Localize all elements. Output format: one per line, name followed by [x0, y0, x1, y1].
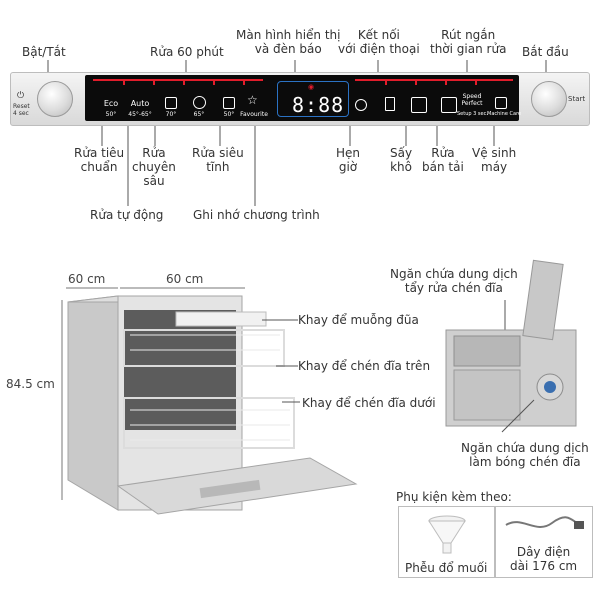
program-silent-temp: 50°: [223, 111, 235, 118]
label-clean: Vệ sinh máy: [472, 146, 517, 174]
accessories-title: Phụ kiện kèm theo:: [396, 490, 512, 504]
lcd-display: ◉ 8:88: [277, 81, 349, 117]
machine-care-icon[interactable]: [495, 97, 507, 109]
shelf-cutlery: Khay để muỗng đũa: [298, 313, 419, 327]
start-text: Start: [568, 95, 586, 103]
red-tick: [153, 79, 155, 85]
intensive-icon[interactable]: [165, 97, 177, 109]
lcd-digits: 8:88: [292, 93, 345, 117]
red-tick: [243, 79, 245, 85]
red-line-right: [355, 79, 513, 81]
wifi-icon: ◉: [308, 83, 315, 91]
timer-icon[interactable]: [355, 99, 367, 111]
power-cord-icon: [505, 516, 584, 529]
red-tick: [123, 79, 125, 85]
dim-height: 84.5 cm: [6, 377, 55, 391]
shelf-upper: Khay để chén đĩa trên: [298, 359, 431, 373]
red-tick: [445, 79, 447, 85]
silent-icon[interactable]: [223, 97, 235, 109]
red-line-left: [93, 79, 263, 81]
accessory-cord-label: Dây điện dài 176 cm: [510, 545, 578, 573]
red-tick: [415, 79, 417, 85]
accessory-funnel-label: Phễu đổ muối: [405, 561, 488, 575]
speed-perfect[interactable]: Speed Perfect: [461, 93, 483, 107]
accessory-cord-box: Dây điện dài 176 cm: [495, 506, 593, 578]
dim-depth: 60 cm: [68, 272, 106, 286]
half-load-icon[interactable]: [441, 97, 457, 113]
program-intensive-temp: 70°: [165, 111, 177, 118]
label-auto: Rửa tự động: [90, 208, 164, 222]
red-tick: [213, 79, 215, 85]
red-tick: [475, 79, 477, 85]
program-auto-temp: 45°-65°: [128, 111, 152, 118]
label-wash60: Rửa 60 phút: [150, 45, 224, 59]
label-silent: Rửa siêu tĩnh: [192, 146, 244, 174]
program-eco[interactable]: Eco: [103, 99, 119, 108]
label-intensive: Rửa chuyên sâu: [132, 146, 176, 188]
dry-icon[interactable]: [411, 97, 427, 113]
power-knob[interactable]: [37, 81, 73, 117]
label-shorten: Rút ngắn thời gian rửa: [430, 28, 507, 56]
program-eco-temp: 50°: [105, 111, 117, 118]
setup-text: Setup 3 sec.: [457, 111, 488, 117]
wash60-icon[interactable]: [193, 96, 206, 109]
red-tick: [183, 79, 185, 85]
label-half: Rửa bán tải: [422, 146, 464, 174]
program-wash60-temp: 65°: [193, 111, 205, 118]
phone-connect-icon[interactable]: [385, 97, 395, 111]
shelf-lower: Khay để chén đĩa dưới: [302, 396, 436, 410]
label-detergent: Ngăn chứa dung dịch tẩy rửa chén đĩa: [390, 267, 518, 295]
label-timer: Hẹn giờ: [336, 146, 361, 174]
accessory-funnel-box: Phễu đổ muối: [398, 506, 495, 578]
control-panel: ⏻ Reset 4 sec Eco 50° Auto 45°-65° 70° 6…: [10, 72, 590, 126]
reset-text: Reset 4 sec: [13, 103, 30, 117]
program-auto[interactable]: Auto: [130, 99, 150, 108]
funnel-icon: [428, 515, 466, 554]
start-knob[interactable]: [531, 81, 567, 117]
program-favourite: Favourite: [240, 111, 268, 118]
power-icon: ⏻: [17, 91, 25, 101]
label-rinse: Ngăn chứa dung dịch làm bóng chén đĩa: [461, 441, 589, 469]
label-connect: Kết nối với điện thoại: [338, 28, 420, 56]
label-dry: Sấy khô: [390, 146, 413, 174]
red-tick: [385, 79, 387, 85]
label-standard: Rửa tiêu chuẩn: [74, 146, 125, 174]
display-panel: Eco 50° Auto 45°-65° 70° 65° 50° ☆ Favou…: [85, 75, 522, 121]
dim-width: 60 cm: [166, 272, 204, 286]
favourite-star-icon[interactable]: ☆: [247, 93, 258, 107]
machine-care-text: Machine Care: [487, 111, 522, 117]
label-power: Bật/Tắt: [22, 45, 66, 59]
label-start: Bắt đầu: [522, 45, 569, 59]
label-display: Màn hình hiển thị và đèn báo: [236, 28, 341, 56]
label-favourite: Ghi nhớ chương trình: [193, 208, 320, 222]
